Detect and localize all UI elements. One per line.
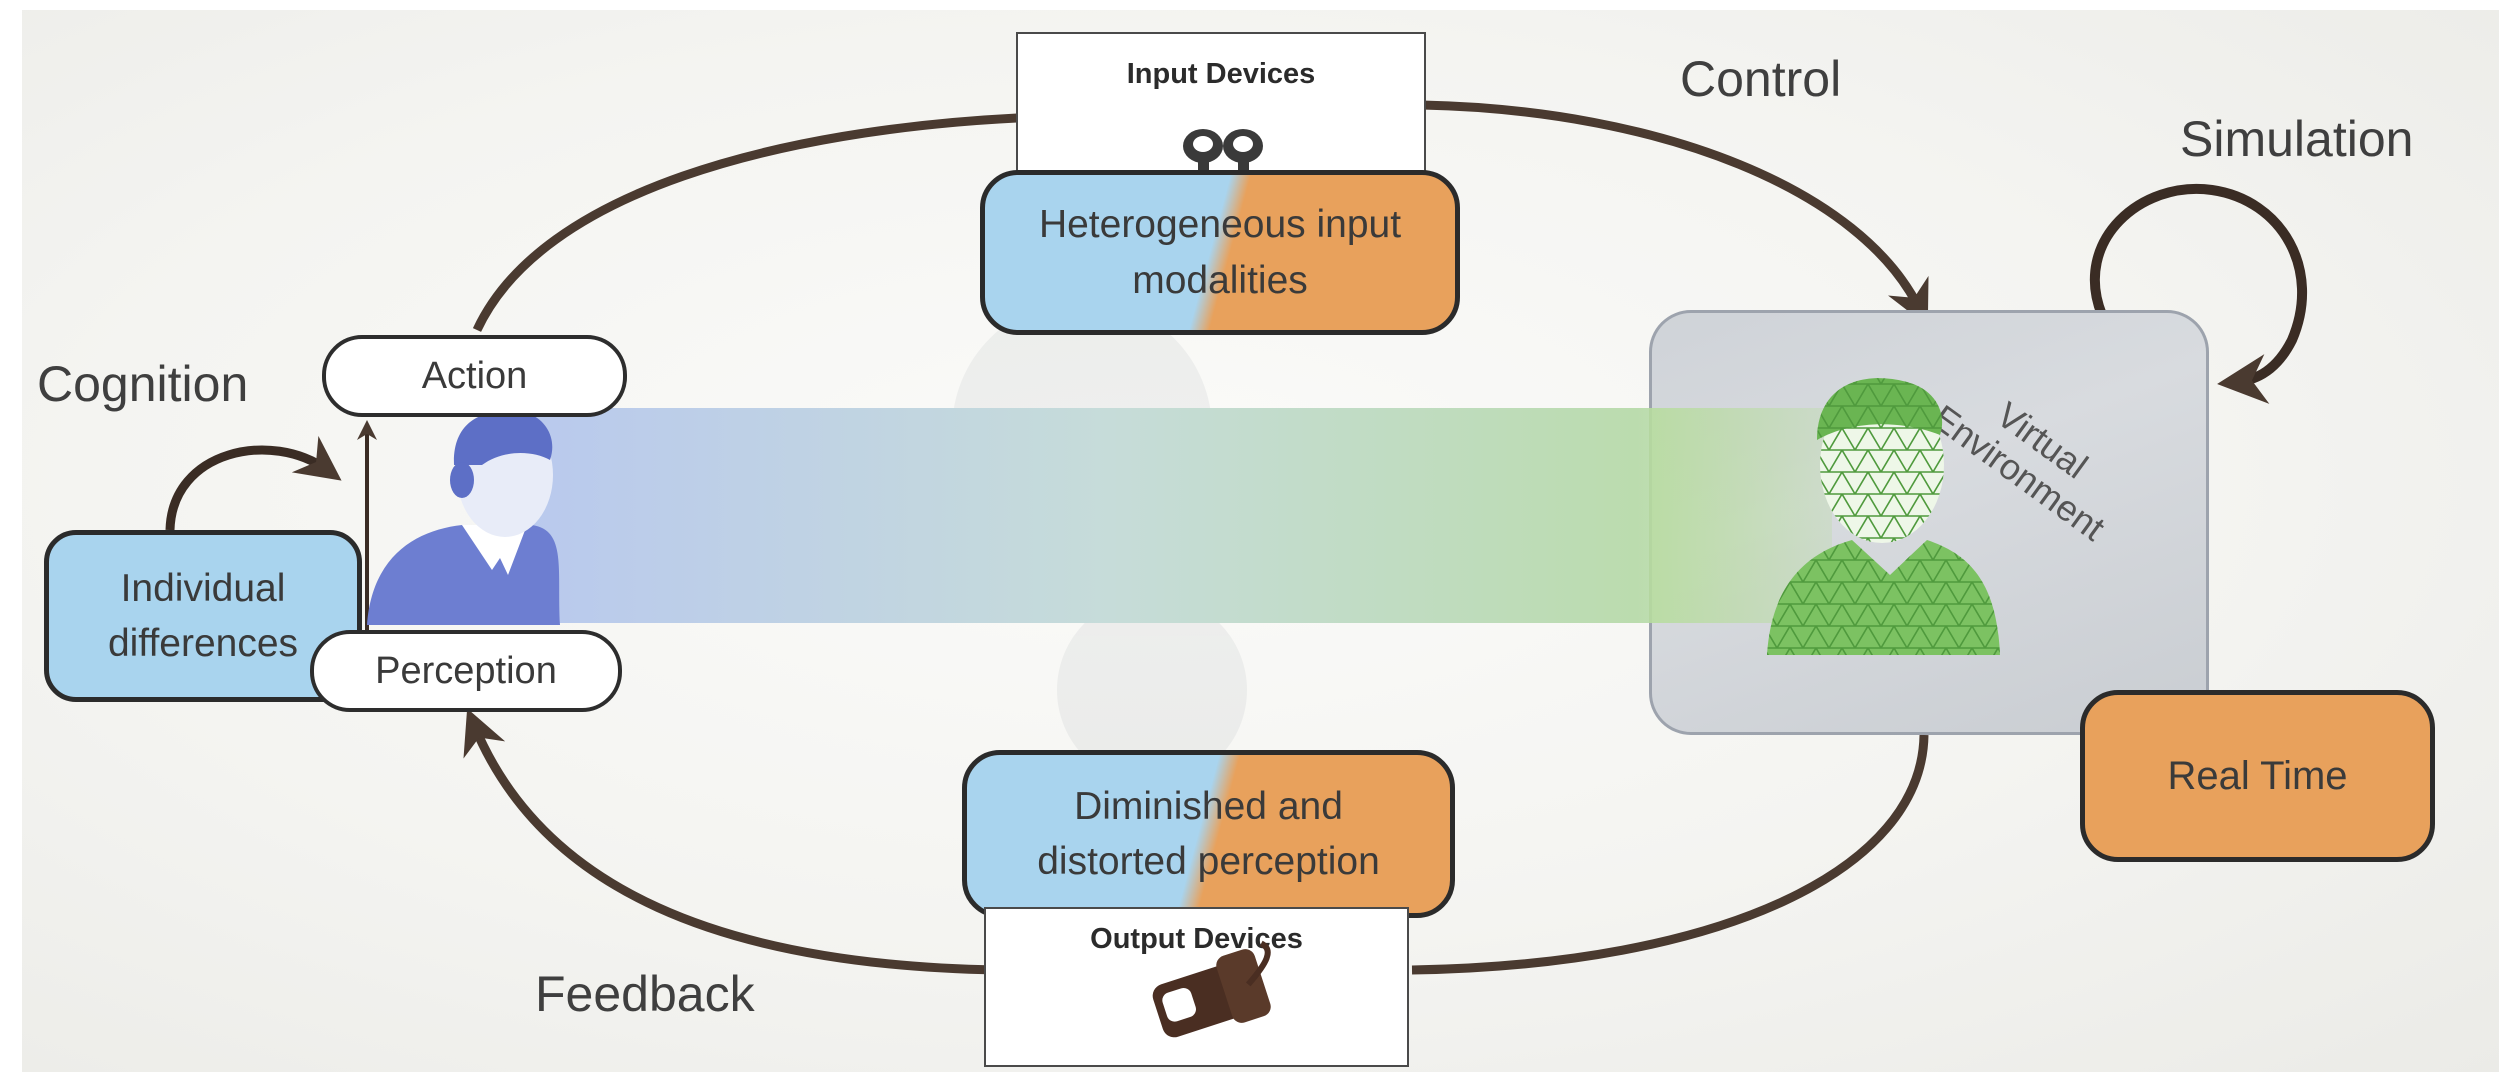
diminished-line2: distorted perception: [1037, 840, 1380, 883]
individual-differences-box: Individual differences: [44, 530, 362, 702]
vr-headset-icon: [1152, 940, 1271, 1038]
cognition-loop-arrow: [165, 435, 342, 531]
individual-differences-line1: Individual: [120, 566, 286, 610]
real-time-box: Real Time: [2080, 690, 2435, 862]
feedback-label: Feedback: [535, 966, 755, 1022]
diminished-line1: Diminished and: [1074, 784, 1343, 828]
arc-control: [1421, 100, 1929, 327]
heterogeneous-line1: Heterogeneous input: [1038, 203, 1402, 247]
heterogeneous-input-modalities-box: Heterogeneous input modalities: [980, 170, 1460, 335]
arc-feedback: [463, 708, 998, 975]
perception-box: Perception: [310, 630, 622, 712]
heterogeneous-line2: modalities: [1132, 258, 1308, 302]
virtual-environment-panel: [1649, 310, 2209, 735]
input-devices-title: Input Devices: [1126, 58, 1316, 90]
individual-differences-line2: differences: [107, 622, 299, 665]
simulation-label: Simulation: [2180, 111, 2414, 167]
cognition-label: Cognition: [37, 356, 249, 412]
arc-ve-to-output: [1411, 734, 1929, 975]
action-box: Action: [322, 335, 627, 417]
arc-action-to-input: [472, 113, 1018, 332]
simulation-loop-arrow: [2090, 183, 2307, 404]
slide: Virtual Environment Control Simulation C…: [22, 10, 2499, 1072]
output-devices-box: Output Devices: [984, 907, 1409, 1067]
user-figure-icon: [367, 411, 560, 625]
control-label: Control: [1680, 51, 1842, 107]
diminished-distorted-perception-box: Diminished and distorted perception: [962, 750, 1455, 918]
